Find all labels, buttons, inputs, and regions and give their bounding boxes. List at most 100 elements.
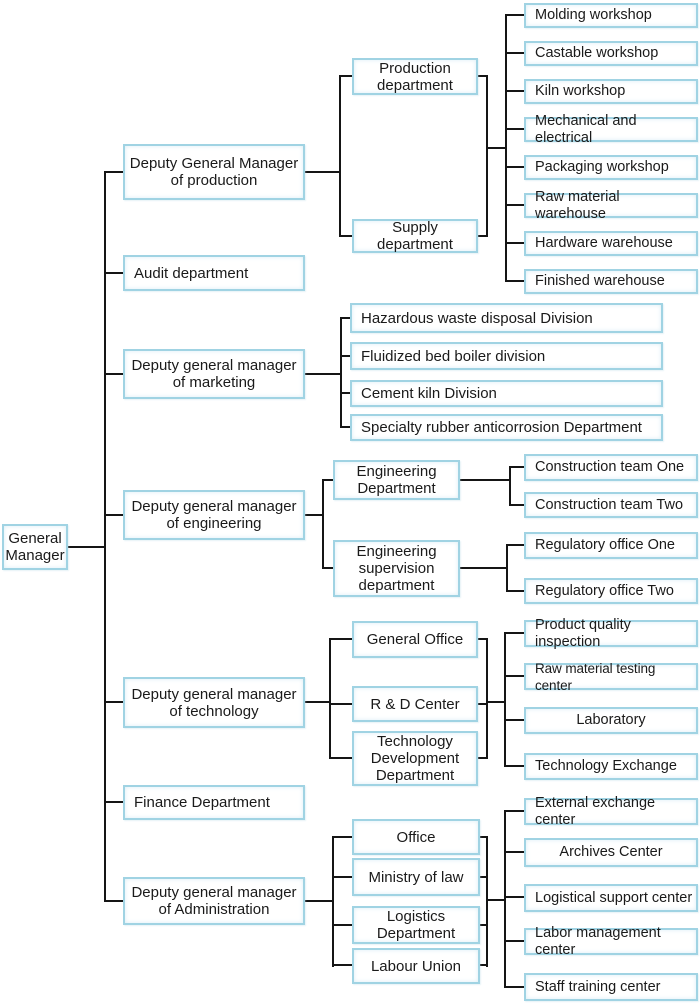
connector-line	[505, 166, 525, 168]
connector-line	[68, 546, 105, 548]
connector-line	[504, 896, 525, 898]
connector-line	[332, 836, 353, 838]
connector-line	[486, 638, 488, 759]
org-node-cement-kiln-division: Cement kiln Division	[350, 380, 663, 407]
connector-line	[305, 373, 341, 375]
org-node-raw-material-testing-center: Raw material testing center	[524, 661, 698, 693]
org-node-construction-team-one: Construction team One	[524, 454, 698, 481]
connector-line	[480, 964, 488, 966]
org-node-general-office: General Office	[352, 621, 478, 658]
connector-line	[329, 638, 331, 759]
connector-line	[504, 719, 525, 721]
org-node-construction-team-two: Construction team Two	[524, 492, 698, 518]
org-node-rd-center: R & D Center	[352, 686, 478, 722]
org-node-labour-union: Labour Union	[352, 948, 480, 984]
org-node-kiln-workshop: Kiln workshop	[524, 79, 698, 104]
connector-line	[504, 632, 525, 634]
connector-line	[486, 147, 506, 149]
org-node-molding-workshop: Molding workshop	[524, 3, 698, 28]
connector-line	[478, 703, 488, 705]
connector-line	[104, 701, 124, 703]
connector-line	[505, 52, 525, 54]
connector-line	[305, 701, 331, 703]
org-node-office: Office	[352, 819, 480, 855]
connector-line	[340, 317, 342, 428]
connector-line	[340, 355, 351, 357]
connector-line	[329, 757, 353, 759]
connector-line	[104, 171, 124, 173]
org-node-marketing-deputy: Deputy general manager of marketing	[123, 349, 305, 399]
connector-line	[339, 235, 353, 237]
connector-line	[504, 675, 525, 677]
org-node-audit-department: Audit department	[123, 255, 305, 291]
connector-line	[329, 638, 353, 640]
connector-line	[480, 924, 488, 926]
org-node-logistical-support-center: Logistical support center	[524, 884, 698, 912]
connector-line	[509, 466, 511, 506]
connector-line	[340, 392, 351, 394]
connector-line	[505, 128, 525, 130]
connector-line	[505, 204, 525, 206]
org-node-specialty-rubber-department: Specialty rubber anticorrosion Departmen…	[350, 414, 663, 441]
org-node-hazardous-waste-division: Hazardous waste disposal Division	[350, 303, 663, 333]
connector-line	[332, 924, 353, 926]
org-node-mechanical-electrical: Mechanical and electrical	[524, 113, 698, 146]
connector-line	[504, 851, 525, 853]
connector-line	[305, 900, 333, 902]
connector-line	[340, 317, 351, 319]
org-node-logistics-department: Logistics Department	[352, 906, 480, 944]
connector-line	[504, 810, 506, 988]
org-node-finished-warehouse: Finished warehouse	[524, 269, 698, 294]
connector-line	[505, 242, 525, 244]
connector-line	[504, 810, 525, 812]
connector-line	[506, 590, 525, 592]
connector-line	[339, 75, 341, 237]
connector-line	[305, 514, 324, 516]
org-node-ministry-of-law: Ministry of law	[352, 858, 480, 896]
org-node-regulatory-office-two: Regulatory office Two	[524, 578, 698, 604]
connector-line	[322, 479, 334, 481]
org-node-packaging-workshop: Packaging workshop	[524, 155, 698, 180]
connector-line	[478, 235, 488, 237]
connector-line	[332, 836, 334, 967]
connector-line	[506, 544, 525, 546]
connector-line	[305, 171, 340, 173]
org-node-engineering-deputy: Deputy general manager of engineering	[123, 490, 305, 540]
org-node-laboratory: Laboratory	[524, 707, 698, 734]
connector-line	[509, 504, 525, 506]
org-node-external-exchange-center: External exchange center	[524, 795, 698, 828]
connector-line	[322, 479, 324, 569]
connector-line	[505, 280, 525, 282]
org-node-labor-management-center: Labor management center	[524, 925, 698, 958]
connector-line	[506, 544, 508, 592]
connector-line	[332, 876, 353, 878]
org-node-technology-exchange: Technology Exchange	[524, 753, 698, 780]
connector-line	[104, 801, 124, 803]
connector-line	[504, 986, 525, 988]
org-node-administration-deputy: Deputy general manager of Administration	[123, 877, 305, 925]
connector-line	[329, 703, 353, 705]
connector-line	[339, 75, 353, 77]
org-node-production-department: Production department	[352, 58, 478, 95]
connector-line	[505, 14, 525, 16]
org-node-raw-material-warehouse: Raw material warehouse	[524, 189, 698, 222]
connector-line	[478, 638, 488, 640]
connector-line	[504, 765, 525, 767]
org-node-fluidized-bed-boiler-division: Fluidized bed boiler division	[350, 342, 663, 370]
connector-line	[486, 75, 488, 237]
connector-line	[478, 75, 488, 77]
connector-line	[322, 567, 334, 569]
org-node-supply-department: Supply department	[352, 219, 478, 253]
connector-line	[340, 426, 351, 428]
connector-line	[486, 836, 488, 967]
connector-line	[104, 272, 124, 274]
connector-line	[480, 876, 488, 878]
connector-line	[504, 632, 506, 767]
connector-line	[486, 899, 506, 901]
org-node-technology-deputy: Deputy general manager of technology	[123, 677, 305, 728]
connector-line	[460, 567, 507, 569]
org-node-archives-center: Archives Center	[524, 838, 698, 867]
org-node-technology-development-department: Technology Development Department	[352, 731, 478, 786]
org-node-production-deputy: Deputy General Manager of production	[123, 144, 305, 200]
